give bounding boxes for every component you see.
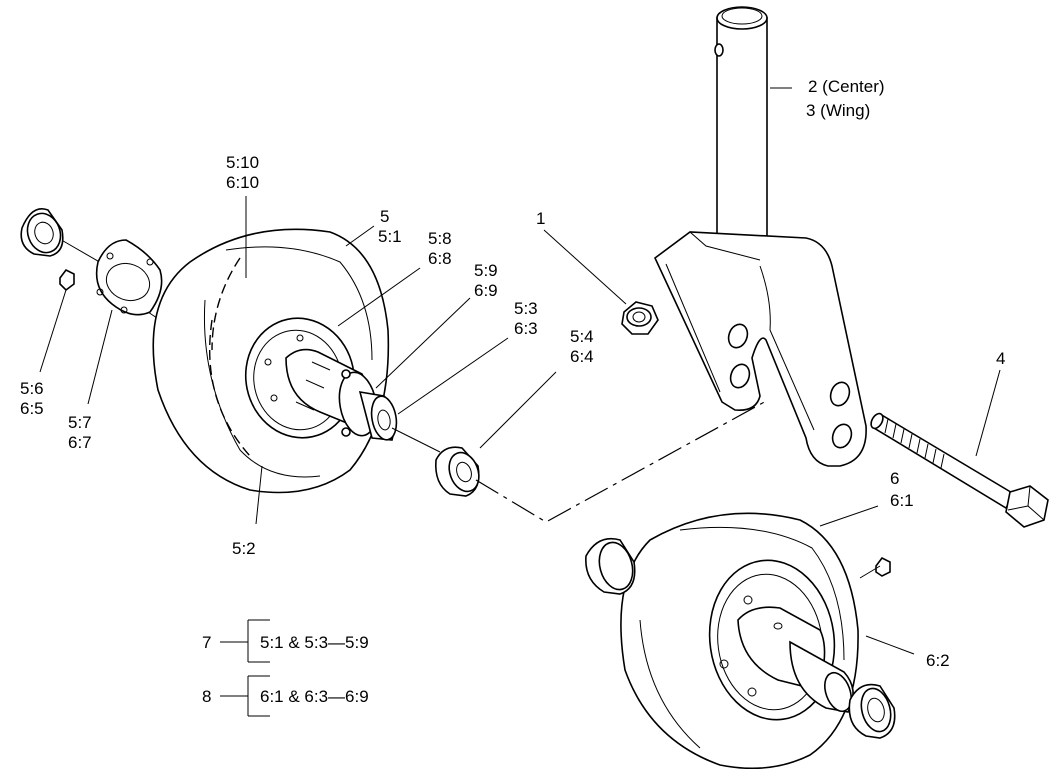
callout-tire-seal-b: 6:10	[226, 173, 259, 192]
callout-hub-b: 6:8	[428, 249, 452, 268]
outer-bearing-left	[20, 208, 64, 257]
kit-8-number: 8	[202, 687, 211, 706]
kit-7-contents: 5:1 & 5:3—5:9	[260, 633, 369, 652]
callout-bearing-a: 5:4	[570, 327, 594, 346]
kit-8-contents: 6:1 & 6:3—6:9	[260, 687, 369, 706]
caster-fork	[653, 231, 867, 467]
callout-bearing-b: 6:4	[570, 347, 594, 366]
caster-pivot-pin	[714, 6, 768, 271]
axle-bolt	[870, 412, 1049, 528]
flange-plate	[95, 239, 163, 316]
kit-7-number: 7	[202, 633, 211, 652]
seal-left-6	[585, 537, 636, 595]
locknut	[621, 301, 659, 335]
inner-bearing	[434, 446, 480, 497]
callout-tire-5: 5:2	[232, 539, 256, 558]
callout-labels: 2 (Center) 3 (Wing) 5:10 6:10 5 5:1 5:8 …	[20, 77, 1005, 670]
callout-tire-6: 6:2	[926, 651, 950, 670]
seal-right-6	[848, 683, 896, 739]
kit-legend: 7 5:1 & 5:3—5:9 8 6:1 & 6:3—6:9	[202, 633, 369, 706]
wheel-assembly-5	[57, 228, 441, 494]
grease-fitting	[859, 556, 891, 579]
callout-plate-a: 5:7	[68, 413, 92, 432]
callout-lug-nut-b: 6:5	[20, 399, 44, 418]
callout-tire-seal-a: 5:10	[226, 153, 259, 172]
assembly-centerline	[475, 399, 769, 523]
callout-nut: 1	[536, 209, 545, 228]
callout-pin-center: 2 (Center)	[808, 77, 885, 96]
callout-wheel-a: 5	[380, 207, 389, 226]
callout-wheel6-a: 6	[890, 469, 899, 488]
callout-bolt: 4	[996, 349, 1005, 368]
callout-sleeve-a: 5:3	[514, 299, 538, 318]
callout-wheel6-b: 6:1	[890, 491, 914, 510]
callout-wheel-b: 5:1	[378, 227, 402, 246]
callout-lug-nut-a: 5:6	[20, 379, 44, 398]
callout-spacer-b: 6:9	[474, 281, 498, 300]
wheel-assembly-6	[620, 512, 859, 769]
callout-plate-b: 6:7	[68, 433, 92, 452]
callout-hub-a: 5:8	[428, 229, 452, 248]
leader-lines	[39, 87, 1001, 717]
callout-pin-wing: 3 (Wing)	[806, 101, 870, 120]
callout-sleeve-b: 6:3	[514, 319, 538, 338]
lug-nut	[59, 268, 75, 292]
callout-spacer-a: 5:9	[474, 261, 498, 280]
